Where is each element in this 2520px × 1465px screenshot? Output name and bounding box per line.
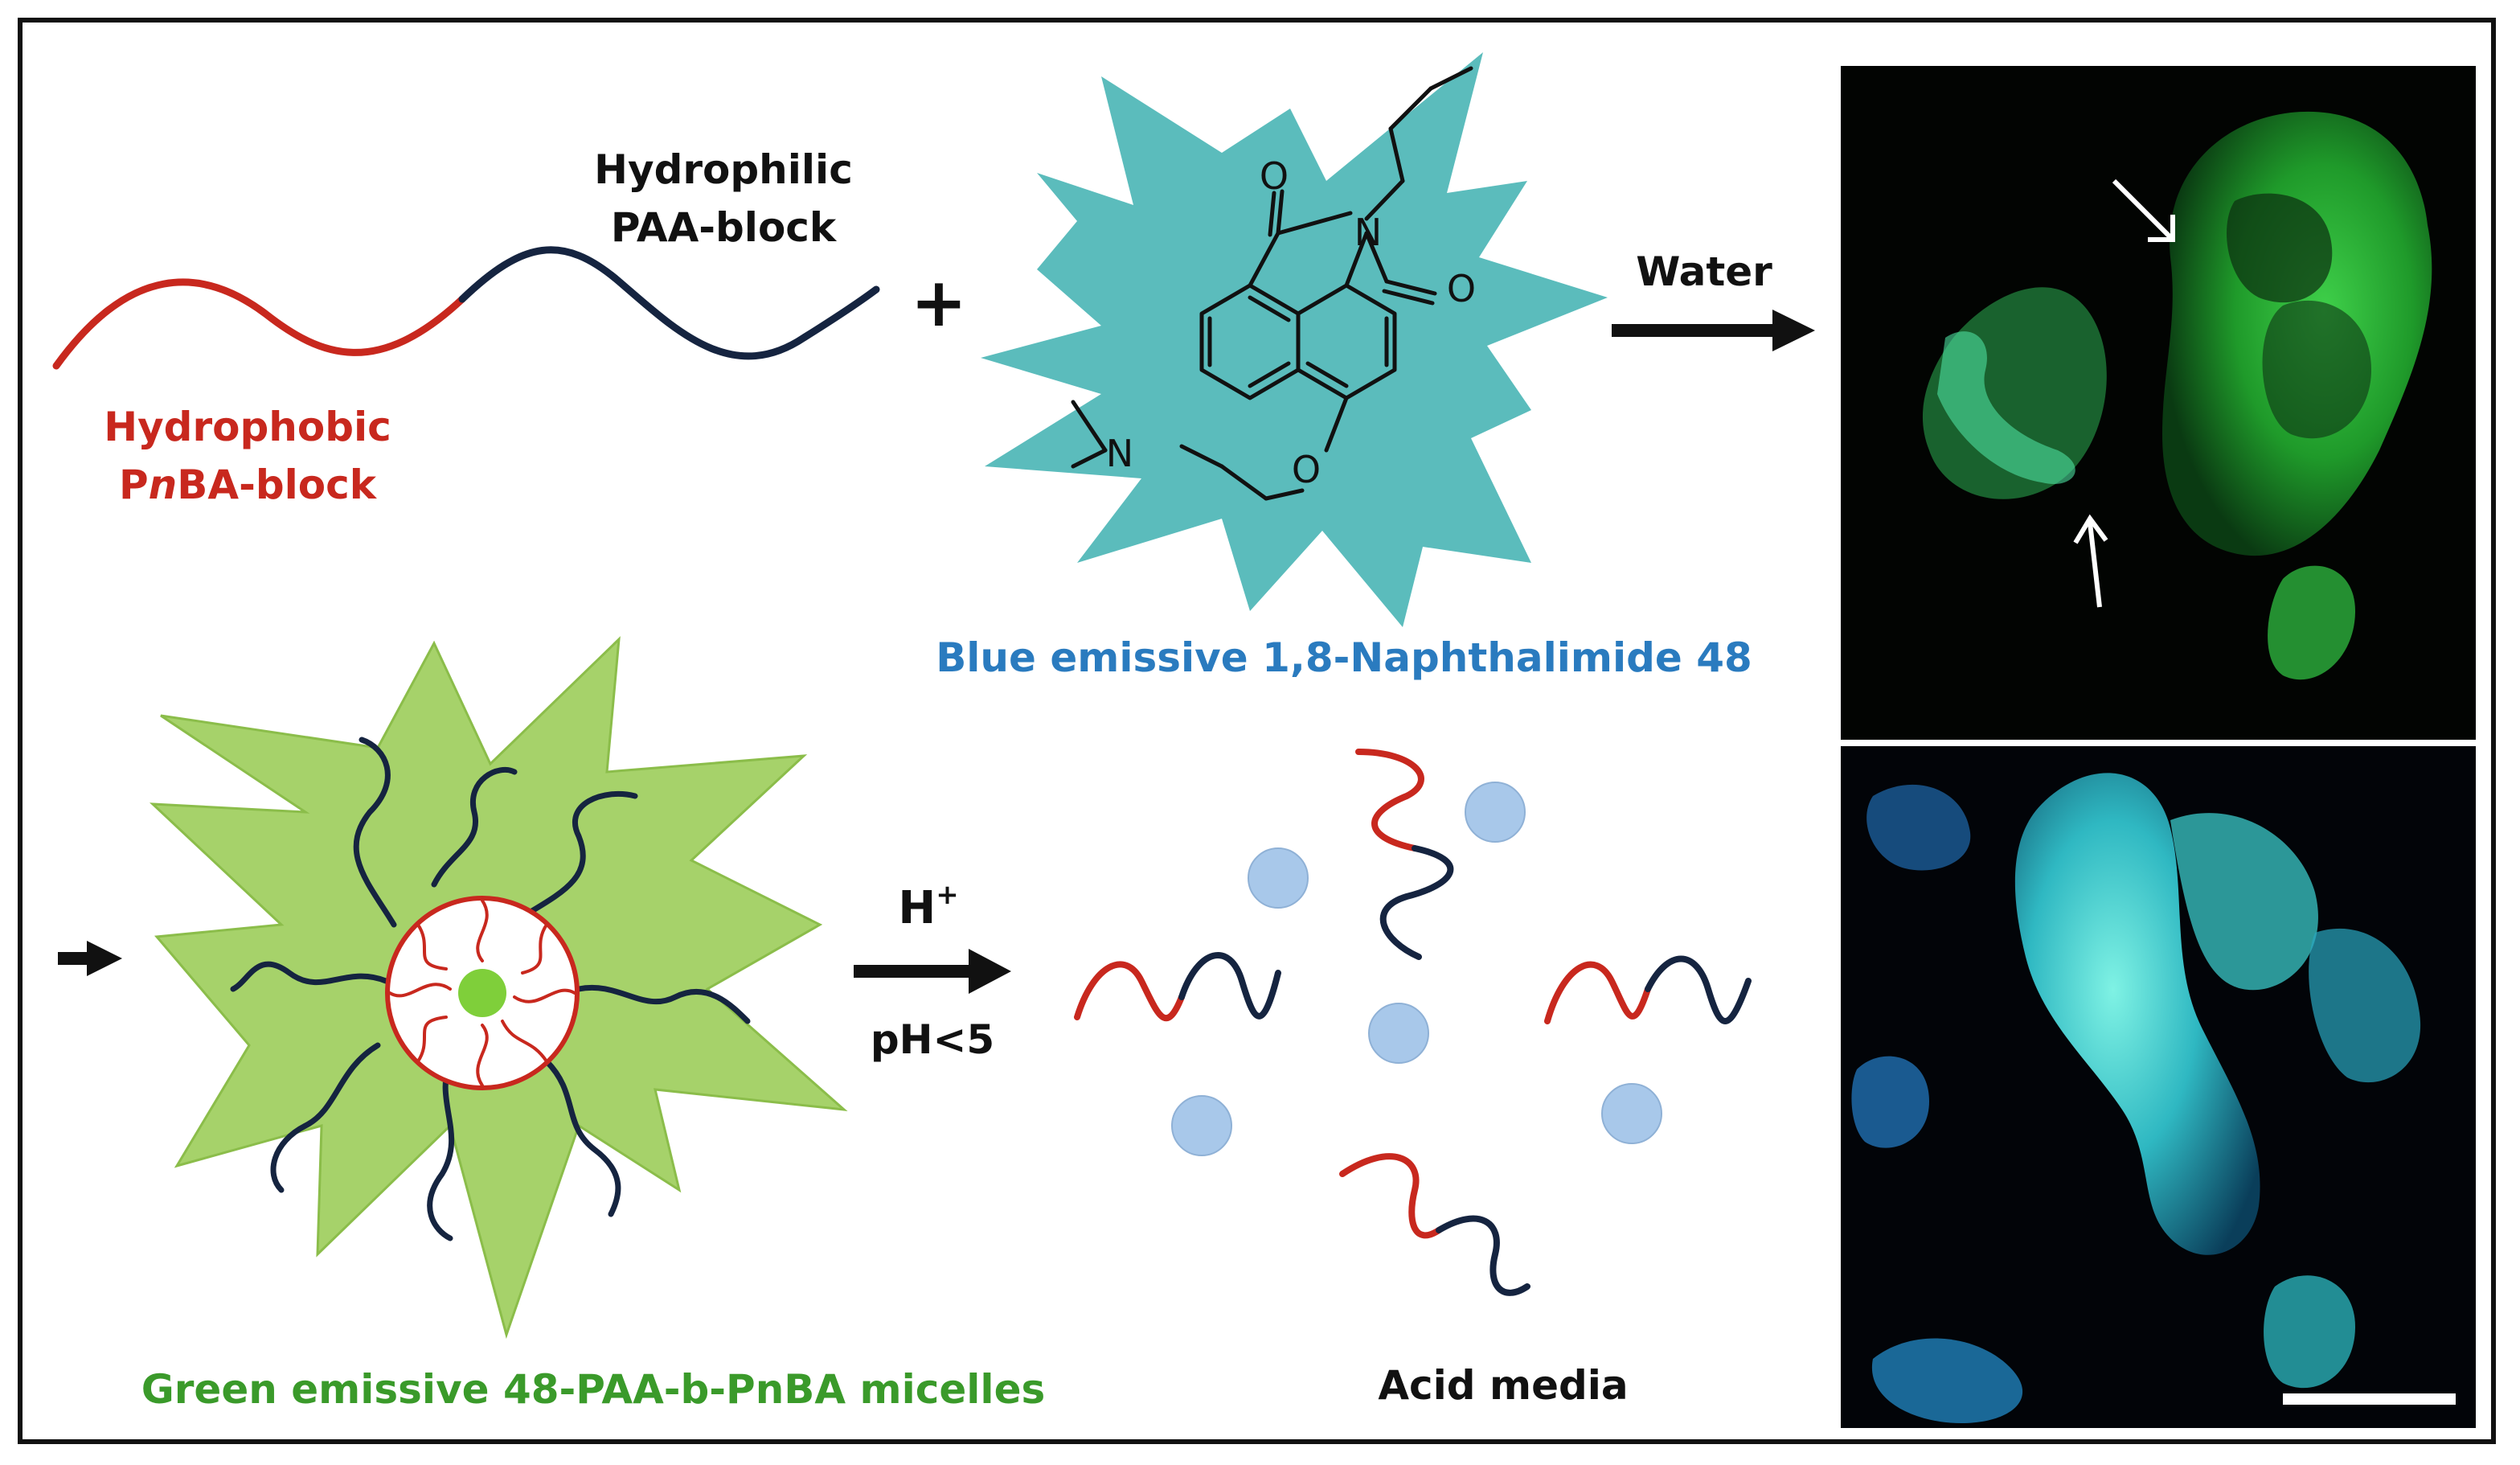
scale-bar — [2283, 1393, 2456, 1405]
free-dye-molecules — [1171, 782, 1662, 1156]
plus-sign: + — [911, 263, 967, 342]
atom-oxygen-1: O — [1260, 154, 1289, 198]
water-label: Water — [1636, 248, 1772, 295]
atom-oxygen-2: O — [1447, 267, 1476, 310]
hydrophilic-label-line1: Hydrophilic — [594, 146, 853, 193]
micrograph-cyan-panel — [1841, 746, 2476, 1428]
naphthalimide-star-burst — [981, 52, 1608, 627]
free-copolymer-chain — [1544, 955, 1752, 1024]
arrow-right-icon — [58, 941, 122, 976]
hydrophobic-label-line2: PnBA-block — [119, 462, 378, 508]
green-emissive-caption: Green emissive 48-PAA-b-PnBA micelles — [141, 1366, 1046, 1413]
encapsulated-dye-dot — [458, 969, 506, 1017]
ph-condition-label: pH<5 — [871, 1016, 994, 1063]
white-arrow-icon — [2112, 179, 2175, 242]
micelle-core-chains — [388, 899, 576, 1087]
atom-nitrogen-2: N — [1106, 432, 1133, 475]
free-copolymer-chain — [1074, 952, 1281, 1021]
h-plus-label: H+ — [898, 879, 958, 934]
atom-nitrogen-1: N — [1354, 211, 1382, 254]
free-copolymer-chain — [1339, 1153, 1530, 1296]
free-copolymer-chain — [1355, 749, 1454, 960]
arrow-right-icon — [854, 949, 1011, 994]
blue-emissive-caption: Blue emissive 1,8-Naphthalimide 48 — [936, 634, 1752, 681]
block-copolymer-chain — [52, 246, 880, 370]
acid-media-caption: Acid media — [1378, 1362, 1628, 1409]
micelle-corona-chains — [230, 737, 751, 1241]
hydrophilic-label-line2: PAA-block — [611, 204, 838, 251]
naphthalimide-molecule — [1071, 66, 1473, 501]
atom-oxygen-3: O — [1292, 448, 1321, 491]
hydrophilic-paa-segment — [458, 246, 880, 360]
micrograph-green-panel — [1841, 66, 2476, 740]
hydrophobic-label-line1: Hydrophobic — [104, 404, 391, 450]
white-arrow-icon — [2073, 514, 2108, 608]
arrow-right-icon — [1612, 310, 1815, 351]
figure-frame — [18, 18, 2496, 1444]
hydrophobic-pnba-segment — [52, 278, 466, 370]
